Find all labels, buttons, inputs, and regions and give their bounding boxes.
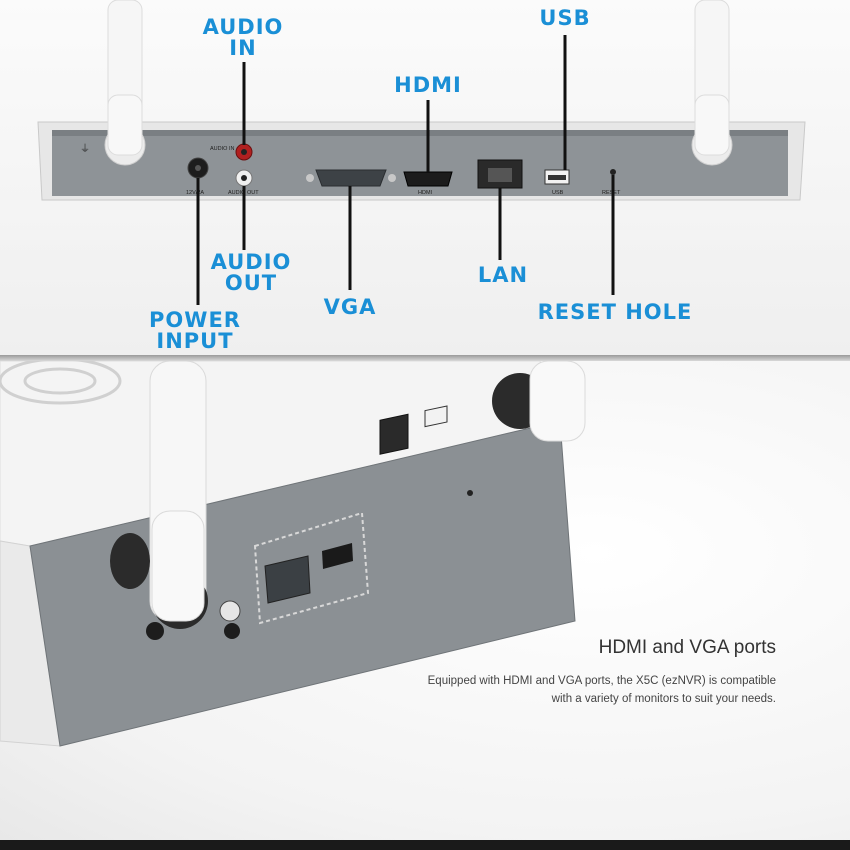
port-highlight-box [253, 511, 370, 625]
feature-photo-panel: HDMI and VGA ports Equipped with HDMI an… [0, 361, 850, 841]
label-audio-out: AUDIO OUT [210, 250, 292, 295]
label-reset-hole: RESET HOLE [537, 300, 693, 324]
hdmi-port [403, 171, 453, 187]
label-hdmi: HDMI [394, 73, 462, 97]
section-divider [0, 355, 850, 361]
vga-port [315, 169, 387, 187]
silkscreen-audio-in: AUDIO IN [210, 146, 234, 152]
label-lan: LAN [477, 263, 529, 287]
device-rear-illustration: ⏚ AUDIO IN AUDIO OUT 12V/2A HDMI USB RES… [37, 0, 806, 305]
feature-description-line-1: Equipped with HDMI and VGA ports, the X5… [427, 675, 776, 687]
label-power-input: POWER INPUT [149, 308, 241, 353]
lan-port-angled [379, 413, 409, 455]
reset-hole [610, 169, 616, 175]
silkscreen-power: 12V/2A [186, 190, 204, 196]
silkscreen-usb: USB [552, 190, 564, 196]
feature-description-line-2: with a variety of monitors to suit your … [551, 693, 776, 705]
silkscreen-hdmi: HDMI [418, 190, 433, 196]
hdmi-port-angled [322, 543, 353, 569]
label-usb: USB [539, 6, 591, 30]
label-audio-in: AUDIO IN [202, 15, 284, 60]
silkscreen-reset: RESET [602, 190, 621, 196]
label-vga: VGA [323, 295, 377, 319]
rear-antenna [529, 361, 586, 442]
feature-description: Equipped with HDMI and VGA ports, the X5… [396, 672, 776, 708]
device-perspective-illustration [0, 361, 586, 747]
callout-lines [196, 35, 615, 305]
vga-port-angled [264, 555, 311, 604]
bottom-bar [0, 840, 850, 850]
feature-heading: HDMI and VGA ports [598, 637, 776, 658]
svg-text:⏚: ⏚ [80, 143, 90, 155]
usb-port-angled [424, 405, 448, 428]
